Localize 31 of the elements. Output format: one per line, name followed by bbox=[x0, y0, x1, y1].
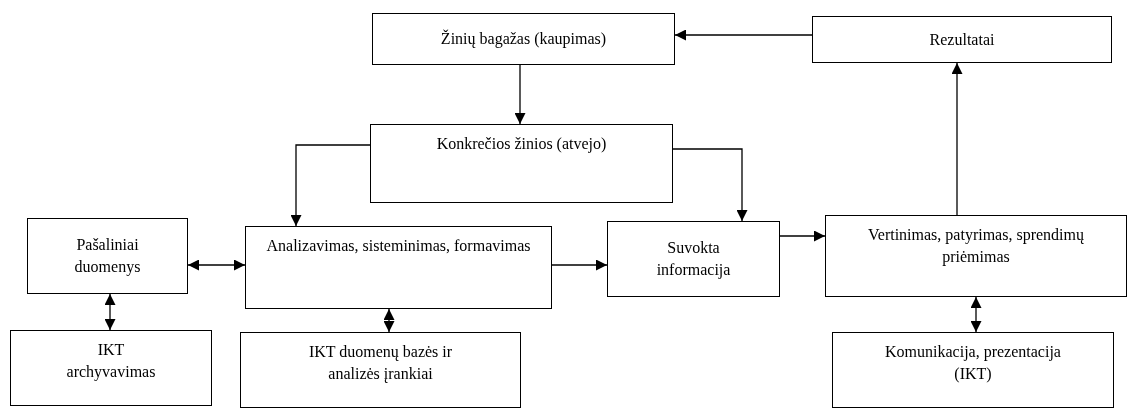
arrow bbox=[551, 259, 608, 271]
arrow bbox=[104, 293, 116, 331]
box-label: Rezultatai bbox=[929, 29, 995, 50]
arrow bbox=[290, 144, 371, 227]
arrow bbox=[672, 148, 748, 222]
box-label: Žinių bagažas (kaupimas) bbox=[440, 28, 607, 50]
process-box bbox=[607, 221, 780, 297]
box-label: Pašaliniai duomenys bbox=[73, 235, 142, 278]
box-label: IKT archyvavimas bbox=[65, 340, 157, 383]
arrow bbox=[779, 230, 826, 242]
process-box bbox=[832, 332, 1114, 408]
process-box bbox=[370, 124, 673, 203]
process-box bbox=[10, 330, 212, 406]
process-box bbox=[27, 218, 188, 294]
box-label: IKT duomenų bazės ir analizės įrankiai bbox=[307, 342, 454, 385]
arrow bbox=[951, 62, 963, 216]
process-box bbox=[825, 215, 1127, 297]
box-label: Komunikacija, prezentacija (IKT) bbox=[884, 342, 1062, 385]
box-label: Vertinimas, patyrimas, sprendimų priėmimas bbox=[867, 225, 1085, 268]
arrow bbox=[383, 308, 395, 333]
process-box bbox=[812, 16, 1112, 63]
arrow bbox=[970, 296, 982, 333]
arrow bbox=[674, 29, 813, 41]
box-label: Suvokta informacija bbox=[655, 238, 732, 281]
box-label: Analizavimas, sisteminimas, formavimas bbox=[266, 236, 531, 256]
box-label: Konkrečios žinios (atvejo) bbox=[436, 134, 607, 155]
process-box bbox=[245, 226, 552, 309]
process-box bbox=[372, 13, 675, 65]
arrow bbox=[187, 259, 246, 271]
arrow bbox=[514, 64, 526, 125]
process-box bbox=[240, 332, 521, 408]
